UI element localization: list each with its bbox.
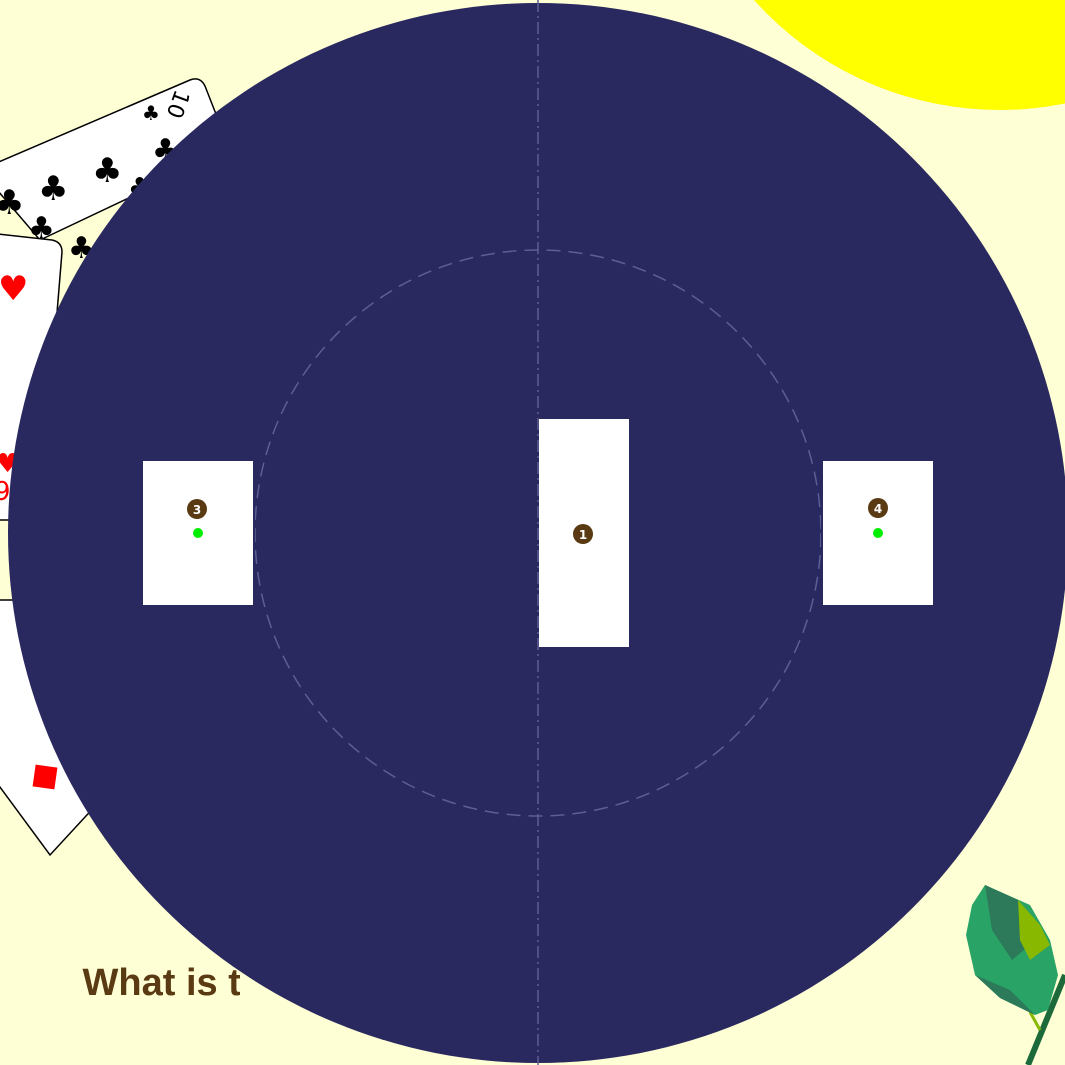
svg-text:♣: ♣	[38, 169, 68, 209]
card-slot-4[interactable]: 4	[822, 460, 934, 606]
svg-text:♣: ♣	[0, 183, 24, 223]
status-dot	[873, 528, 883, 538]
svg-text:♥: ♥	[0, 269, 28, 309]
question-label: What is this?	[83, 955, 240, 1011]
diamond-icon	[33, 765, 58, 790]
svg-text:♣: ♣	[92, 151, 122, 191]
status-dot	[193, 528, 203, 538]
question-text: What is this?	[0, 955, 240, 1011]
slot-label: 4	[874, 502, 882, 516]
slot-label: 1	[579, 528, 587, 542]
card-slot-1[interactable]: 1	[539, 419, 629, 647]
svg-text:♣: ♣	[142, 101, 160, 125]
slot-label: 3	[193, 503, 201, 517]
card-slot-3[interactable]: 3	[142, 460, 254, 606]
leaf-icon	[966, 885, 1065, 1065]
